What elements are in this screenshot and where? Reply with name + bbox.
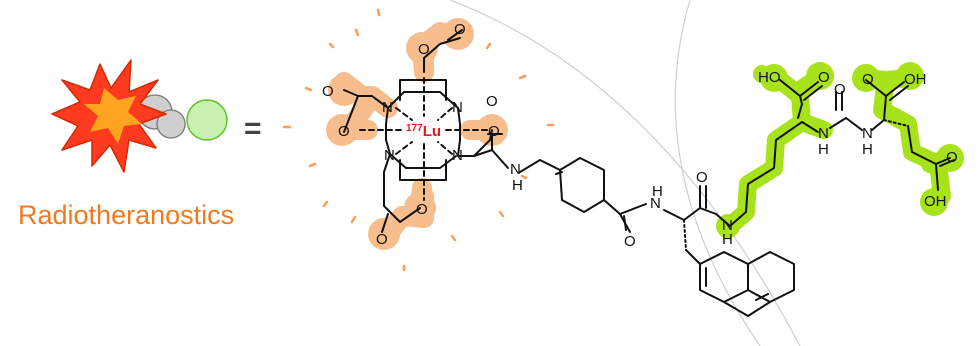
atom-label: N bbox=[650, 195, 661, 212]
atom-label: HO bbox=[758, 69, 781, 86]
atom-label: O bbox=[834, 81, 846, 98]
radiation-burst-icon bbox=[51, 59, 228, 173]
atom-label: O bbox=[624, 233, 636, 250]
atom-label: N bbox=[510, 161, 521, 178]
atom-label: H bbox=[722, 231, 733, 248]
sphere-gray-small-icon bbox=[156, 109, 186, 139]
isotope-label: 177Lu bbox=[406, 123, 441, 140]
equals-sign: = bbox=[244, 112, 262, 145]
atom-label: O bbox=[486, 93, 498, 110]
background-arc bbox=[674, 0, 761, 346]
atom-label: N bbox=[818, 125, 829, 142]
atom-label: H bbox=[818, 141, 829, 158]
atom-label: H bbox=[652, 183, 663, 200]
atom-label: O bbox=[696, 169, 708, 186]
atom-label: N bbox=[862, 125, 873, 142]
atom-label: OH bbox=[904, 71, 927, 88]
atom-label: N bbox=[452, 99, 463, 116]
atom-label: OH bbox=[924, 193, 947, 210]
atom-label: O bbox=[818, 69, 830, 86]
atom-label: H bbox=[512, 177, 523, 194]
atom-label: O bbox=[418, 41, 430, 58]
atom-label: O bbox=[376, 231, 388, 248]
atom-label: O bbox=[946, 149, 958, 166]
atom-label: O bbox=[338, 123, 350, 140]
linker-backbone: N H O N H O bbox=[473, 133, 795, 317]
atom-label: O bbox=[862, 71, 874, 88]
atom-label: N bbox=[452, 147, 463, 164]
dota-chelator: N N N N O O O O O O O O 177Lu bbox=[322, 21, 503, 248]
atom-label: N bbox=[722, 217, 733, 234]
atom-label: O bbox=[416, 201, 428, 218]
background-arc bbox=[449, 0, 801, 346]
atom-label: N bbox=[382, 99, 393, 116]
atom-label: O bbox=[454, 21, 466, 38]
atom-label: H bbox=[862, 141, 873, 158]
atom-label: N bbox=[384, 147, 395, 164]
sphere-green-icon bbox=[186, 99, 228, 141]
glu-urea-lys-motif: HO O N H O N H O OH O OH N H bbox=[715, 69, 958, 248]
atom-label: O bbox=[488, 123, 500, 140]
caption-radiotheranostics: Radiotheranostics bbox=[18, 200, 235, 230]
atom-label: O bbox=[322, 83, 334, 100]
